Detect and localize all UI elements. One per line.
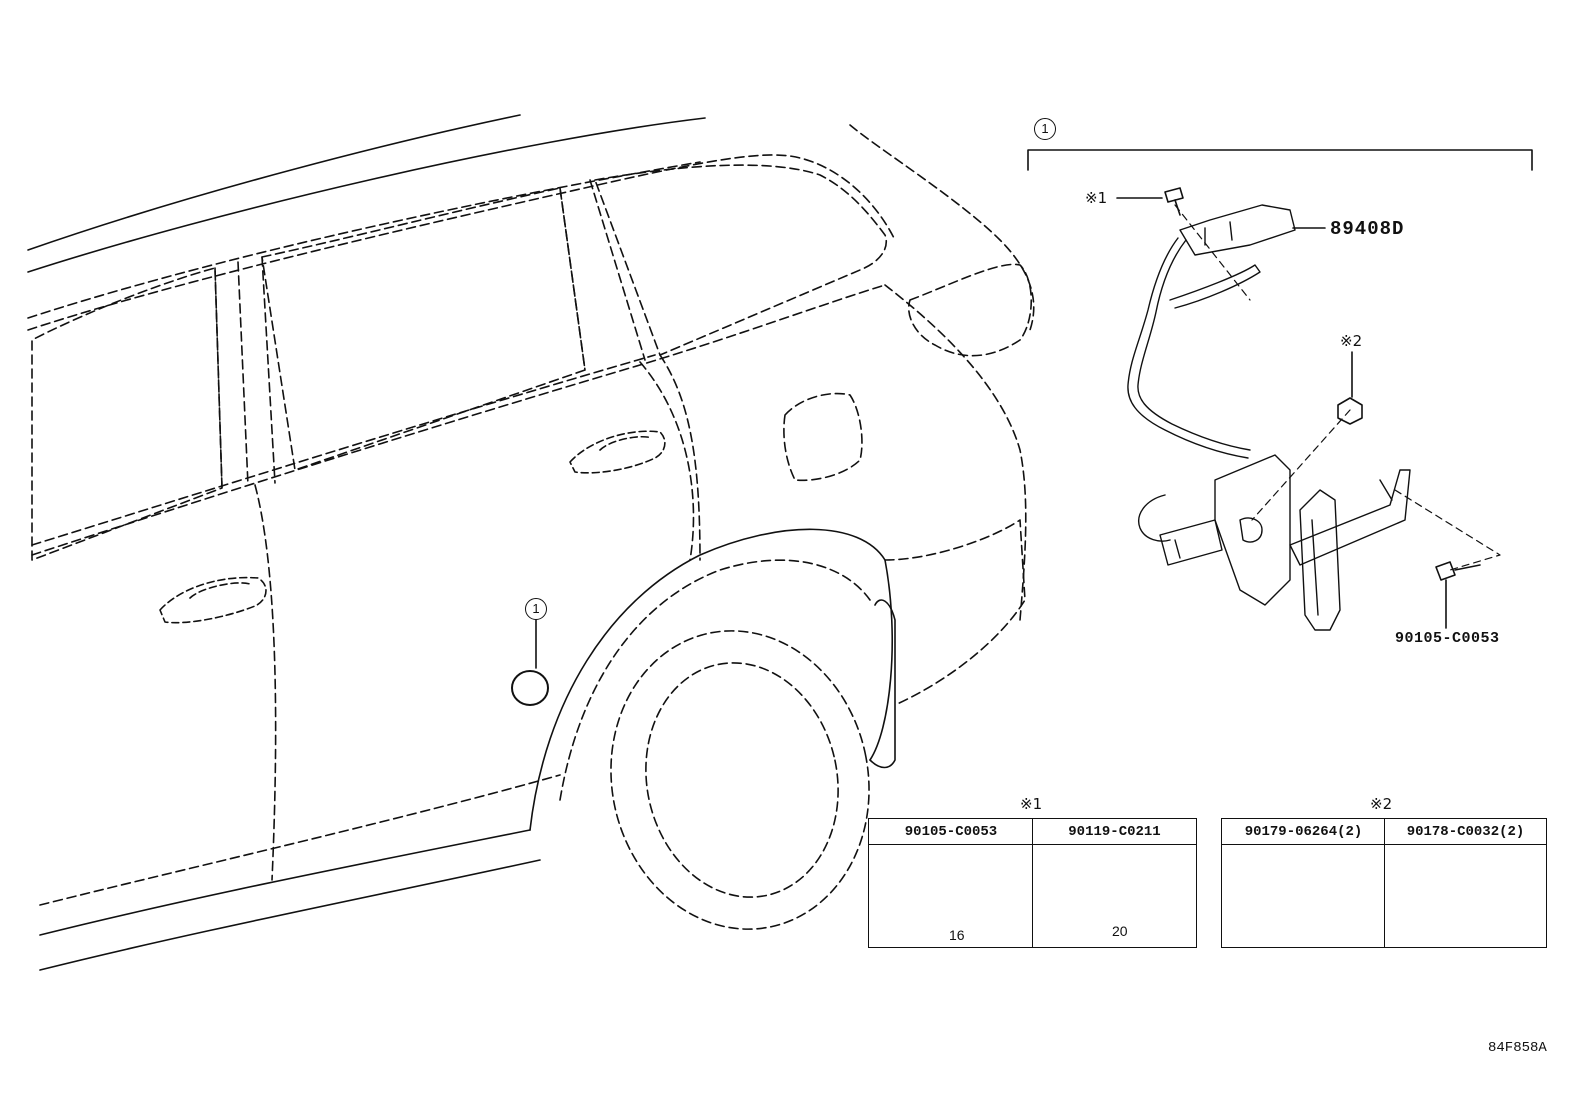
tire-outer (610, 630, 870, 930)
location-ref-number: 1 (525, 598, 547, 620)
rocker-line (39, 829, 531, 936)
fastener-table-1: 90105-C0053 90119-C0211 16 20 (868, 818, 1197, 948)
tire-inner (645, 662, 839, 898)
table2-col2-header: 90178-C0032(2) (1385, 819, 1546, 845)
connector-top (1179, 204, 1296, 256)
wheel-arch-outer (529, 528, 894, 831)
roof-line (27, 154, 896, 331)
roof-line-2 (27, 161, 701, 319)
note1-marker-label: ※1 (1085, 189, 1108, 207)
assembly-ref-number: 1 (1034, 118, 1056, 140)
mudflap (869, 599, 896, 769)
fastener-table-2: 90179-06264(2) 90178-C0032(2) (1221, 818, 1547, 948)
table2-marker: ※2 (1370, 795, 1393, 813)
table1-col1-header: 90105-C0053 (869, 819, 1033, 845)
wheel-arch-inner (559, 559, 871, 801)
sensor-body (1214, 454, 1291, 606)
bumper-lower (884, 519, 1026, 706)
bolt-icon-top (1164, 187, 1184, 216)
fuel-door (783, 392, 863, 482)
nut-icon (1337, 397, 1363, 425)
lower-body-dashed (39, 774, 561, 906)
assembly-bracket (1027, 149, 1533, 171)
sensor-location-marker (511, 670, 549, 706)
c-pillar (559, 179, 646, 371)
wire-harness (1127, 237, 1249, 459)
front-door-window (31, 267, 223, 561)
table1-col1-length: 16 (949, 927, 965, 943)
front-door-handle (159, 576, 267, 624)
table1-col2-header: 90119-C0211 (1033, 819, 1196, 845)
link-bracket (1289, 469, 1411, 566)
table2-divider (1384, 819, 1385, 947)
roof-rail-inner (27, 117, 706, 273)
table2-col1-header: 90179-06264(2) (1222, 819, 1385, 845)
bolt-icon-side (1435, 561, 1481, 629)
figure-id: 84F858A (1488, 1040, 1547, 1056)
bolt-part-number: 90105-C0053 (1395, 630, 1500, 647)
table1-divider (1032, 819, 1033, 947)
quarter-window (594, 164, 887, 356)
connector-branch (1169, 264, 1261, 309)
tail-light (908, 263, 1033, 357)
d-pillar (849, 124, 1035, 331)
lower-connector (1159, 519, 1223, 566)
rear-door-window (261, 187, 586, 471)
b-pillar (214, 256, 276, 489)
table1-col2-length: 20 (1112, 923, 1128, 939)
table1-marker: ※1 (1020, 795, 1043, 813)
lower-body (39, 859, 541, 971)
rear-quarter (659, 284, 1027, 621)
link-rod (1299, 489, 1341, 631)
sensor-part-number: 89408D (1330, 218, 1405, 240)
beltline (31, 284, 886, 556)
rear-door-seam (639, 361, 695, 561)
roof-rail-outer (27, 114, 521, 251)
beltline-2 (31, 354, 656, 546)
front-door-seam (254, 484, 277, 881)
rear-door-handle (569, 430, 666, 474)
note2-marker-label: ※2 (1340, 332, 1363, 350)
